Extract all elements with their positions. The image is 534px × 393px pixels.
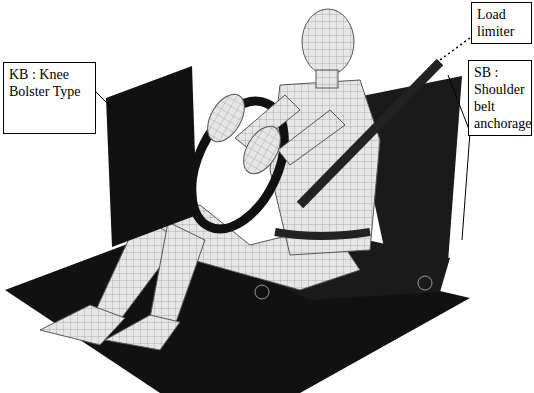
- dummy-foot: [105, 315, 180, 350]
- callout-box: Load limiter: [471, 2, 532, 44]
- seat-anchor: [418, 276, 432, 290]
- callout-text: Load limiter: [477, 6, 526, 40]
- seat-anchor: [255, 285, 269, 299]
- dummy-shin: [150, 222, 205, 325]
- leader-line: [96, 92, 112, 108]
- callout-text: KB : Knee Bolster Type: [9, 66, 90, 100]
- dummy-head: [302, 9, 354, 75]
- steering-wheel: [173, 86, 303, 243]
- load-limiter-dotted: [440, 38, 470, 60]
- callout-text: SB : Shoulder belt anchorage: [474, 64, 526, 132]
- knee-bolster: [106, 66, 197, 247]
- dummy-hand: [236, 120, 288, 180]
- leader-line: [462, 132, 470, 240]
- lap-belt: [275, 232, 370, 236]
- callout-box: KB : Knee Bolster Type: [3, 62, 96, 134]
- dummy-neck: [316, 70, 338, 88]
- dummy-arm: [278, 110, 345, 165]
- shoulder-belt: [300, 62, 440, 205]
- dummy-hand: [200, 88, 252, 148]
- callout-box: SB : Shoulder belt anchorage: [468, 60, 532, 136]
- leader-line: [448, 75, 470, 132]
